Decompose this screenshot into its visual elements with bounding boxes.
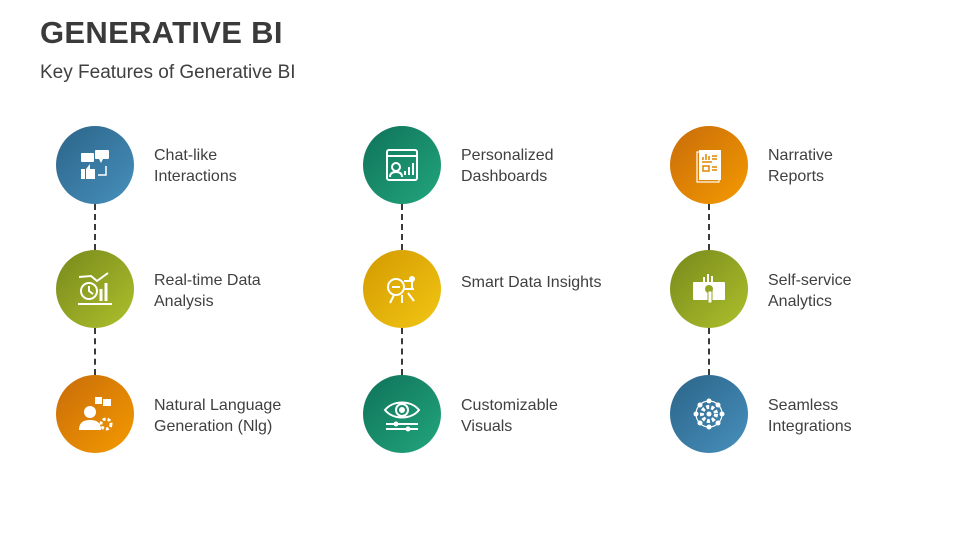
report-document-icon	[670, 126, 748, 204]
connector-line	[94, 328, 96, 375]
chat-thumbs-up-icon	[56, 126, 134, 204]
feature-label: Smart Data Insights	[461, 274, 602, 291]
connector-line	[401, 328, 403, 375]
dashboard-user-icon	[363, 126, 441, 204]
gear-network-icon	[670, 375, 748, 453]
brain-circuit-icon	[363, 250, 441, 328]
connector-line	[708, 328, 710, 375]
connector-line	[401, 204, 403, 250]
clock-chart-icon	[56, 250, 134, 328]
connector-line	[708, 204, 710, 250]
tablet-touch-chart-icon	[670, 250, 748, 328]
eye-sliders-icon	[363, 375, 441, 453]
page-title: GENERATIVE BI	[40, 15, 283, 50]
page-subtitle: Key Features of Generative BI	[40, 62, 296, 83]
person-translate-gear-icon	[56, 375, 134, 453]
connector-line	[94, 204, 96, 250]
